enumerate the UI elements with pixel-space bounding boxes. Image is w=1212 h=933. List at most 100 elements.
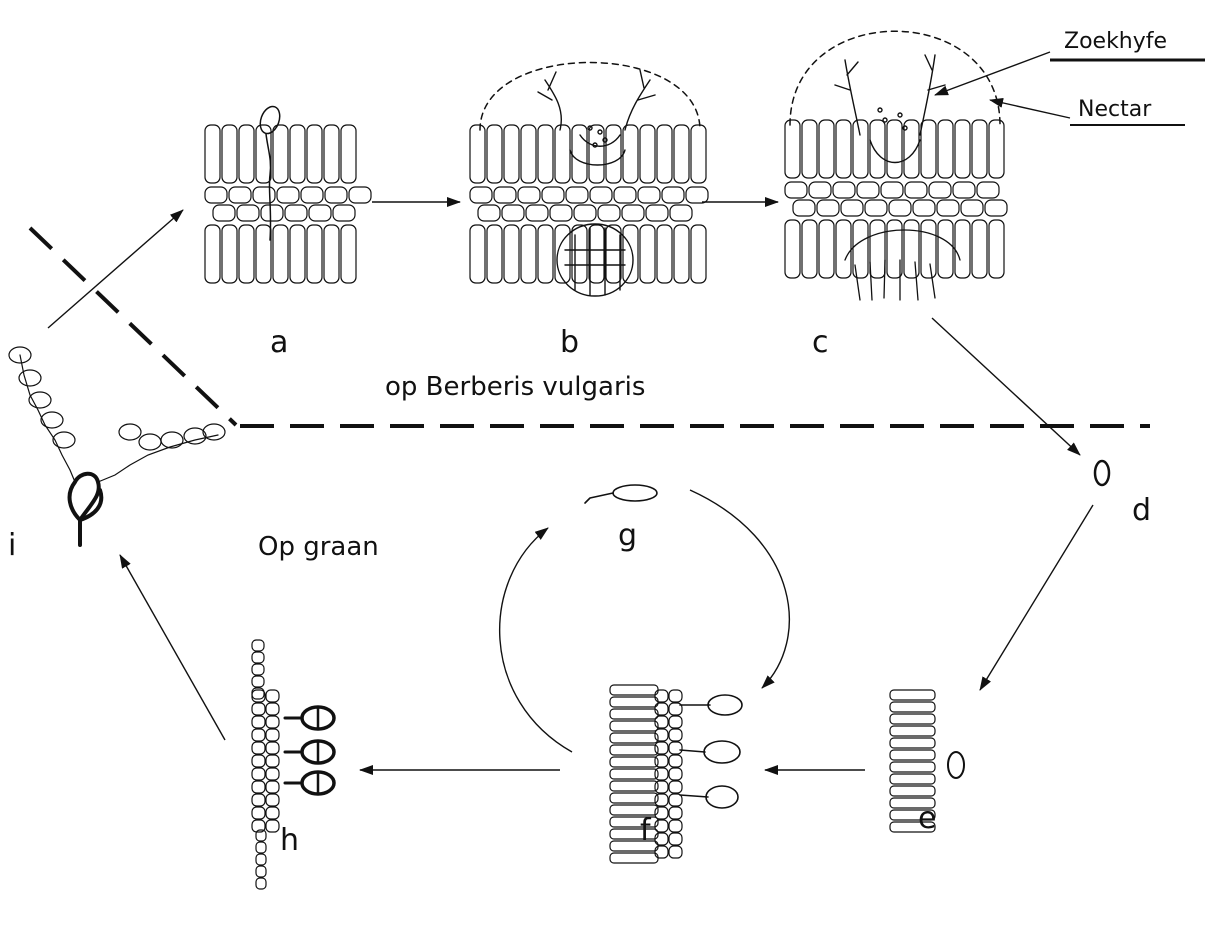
cell [610,829,658,839]
cell [252,664,264,675]
cell [887,120,902,178]
cell [487,125,502,183]
label-e: e [918,801,936,836]
stage-d-spore [1095,461,1109,485]
stage-h-teliospores [285,707,334,794]
cell [610,769,658,779]
cell [890,714,935,724]
cell [669,755,682,767]
cell [252,768,265,780]
cell [655,742,668,754]
cell [222,125,237,183]
cell [669,833,682,845]
cell [670,205,692,221]
cell [341,125,356,183]
cell [836,220,851,278]
cell [674,225,689,283]
cell [589,225,604,283]
cell [857,182,879,198]
cell [542,187,564,203]
cell [955,220,970,278]
stage-f-spores [680,695,742,808]
cell [333,205,355,221]
cell [610,781,658,791]
cell [640,225,655,283]
annotation-nectar: Nectar [1078,97,1152,122]
cell [598,205,620,221]
cell [921,120,936,178]
cell [349,187,371,203]
cell [301,187,323,203]
cell [538,125,553,183]
cell [574,205,596,221]
cell [470,125,485,183]
stage-b-leaf-section [470,125,708,283]
cell [266,742,279,754]
cell [239,125,254,183]
cell [889,200,911,216]
cell [785,182,807,198]
cell [929,182,951,198]
cell [470,187,492,203]
label-i: i [8,528,16,563]
cell [646,205,668,221]
cell [285,205,307,221]
cell [266,768,279,780]
cell [266,794,279,806]
cell [521,125,536,183]
cell [222,225,237,283]
stage-e-spore [948,752,964,778]
cell [205,125,220,183]
cell [686,187,708,203]
basidiospore [139,434,161,450]
cell [669,846,682,858]
cell [273,125,288,183]
label-d: d [1132,493,1151,528]
cell [785,220,800,278]
cell [853,120,868,178]
cell [324,125,339,183]
cell [324,225,339,283]
cell [266,690,279,702]
cell [938,220,953,278]
cell [890,738,935,748]
basidiospore [53,432,75,448]
label-f: f [640,813,652,848]
cell [890,726,935,736]
cell [572,225,587,283]
cell [890,774,935,784]
cell [640,125,655,183]
cell [252,703,265,715]
cell [669,729,682,741]
cell [252,690,265,702]
cell [870,220,885,278]
cell [655,807,668,819]
cell [833,182,855,198]
cell [802,220,817,278]
cell [989,120,1004,178]
cell [261,205,283,221]
annotation-zoekhyfe: Zoekhyfe [1064,29,1167,54]
cell [972,120,987,178]
germinating-spore [257,104,283,240]
basidiospore [119,424,141,440]
basidiospore [41,412,63,428]
stage-h-leaf-section [252,640,279,889]
cell [961,200,983,216]
cell [526,205,548,221]
cell [890,690,935,700]
stage-c-leaf-section [785,120,1007,278]
cell [610,685,658,695]
cell [256,225,271,283]
cell [669,716,682,728]
cell [256,866,266,877]
cell [623,125,638,183]
label-h: h [280,823,299,858]
cell [470,225,485,283]
cell [610,757,658,767]
cell [985,200,1007,216]
region-label-graan: Op graan [258,532,379,562]
cell [638,187,660,203]
cell [256,878,266,889]
